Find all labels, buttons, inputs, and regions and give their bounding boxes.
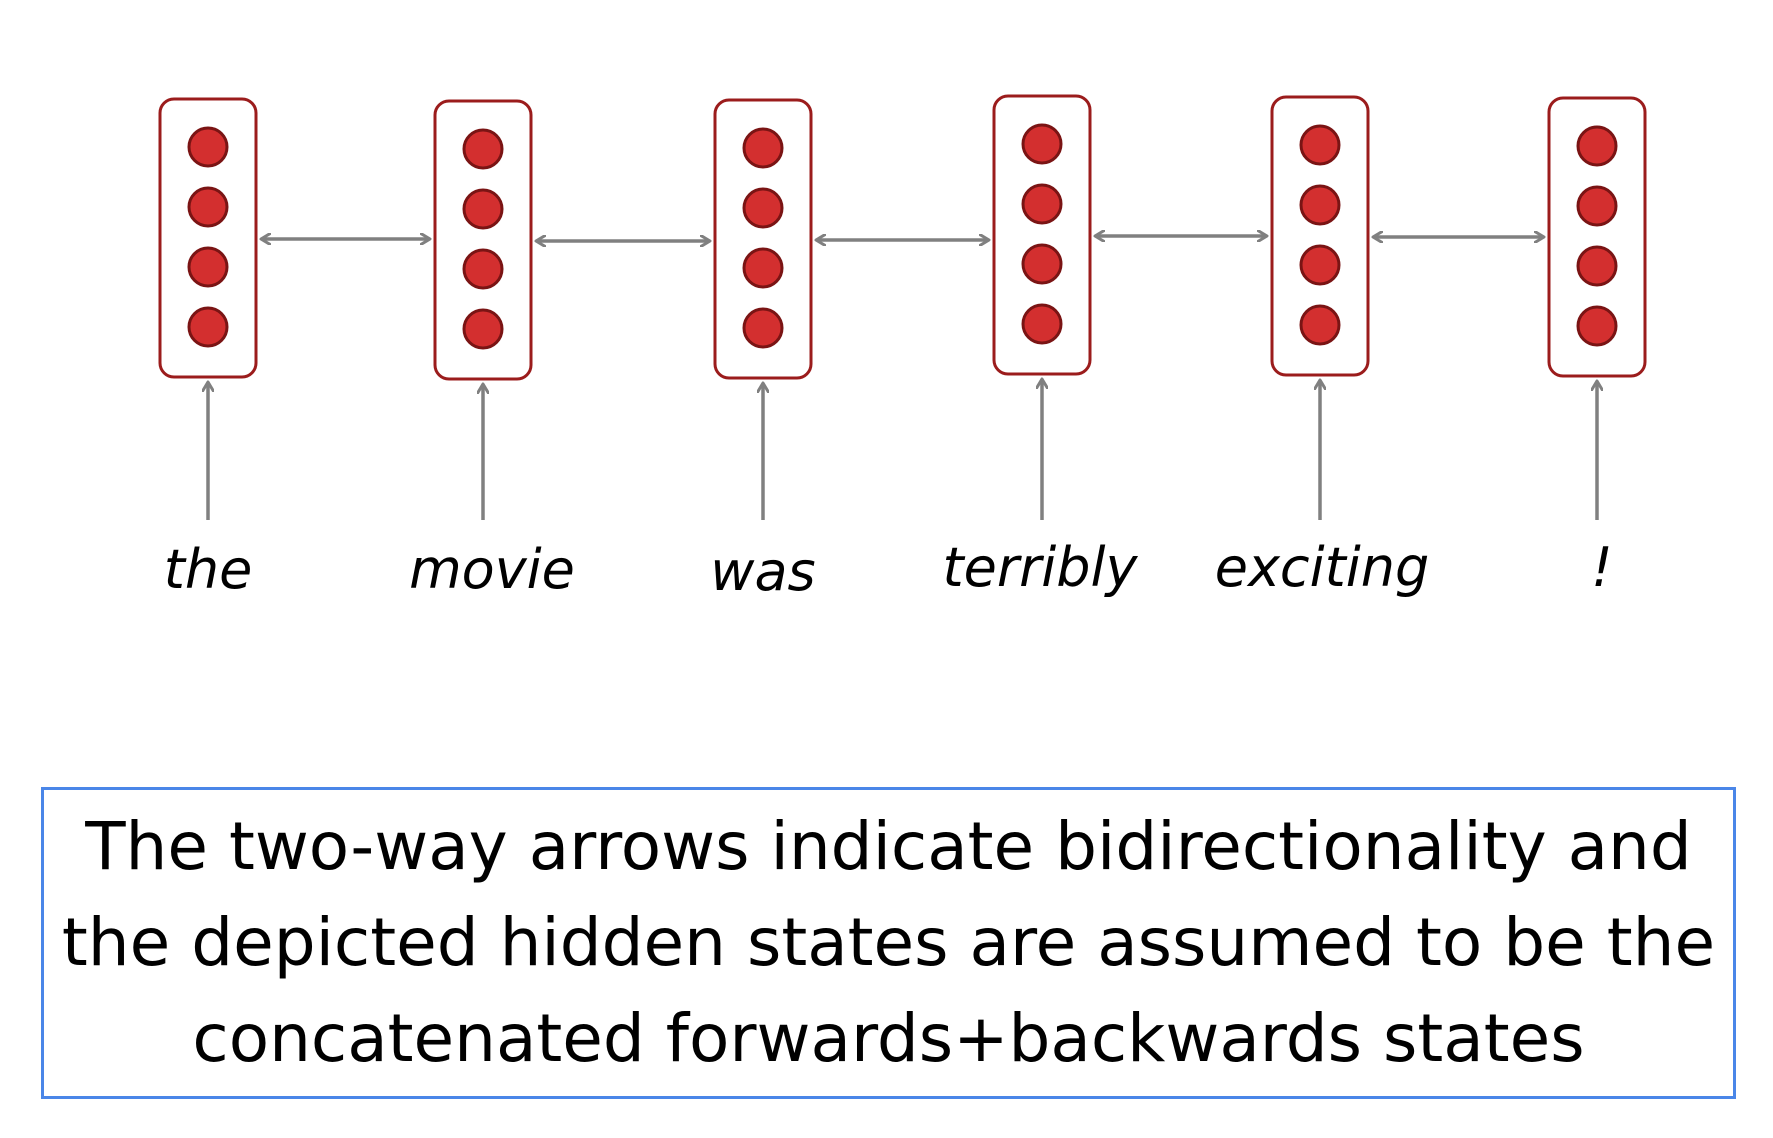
hidden-state-5 — [1270, 95, 1370, 377]
hidden-states-layer — [158, 94, 1647, 381]
caption-line-3: concatenated forwards+backwards states — [192, 1000, 1585, 1077]
caption-line-1: The two-way arrows indicate bidirectiona… — [85, 808, 1692, 885]
hidden-unit — [187, 186, 229, 228]
hidden-unit — [1021, 123, 1063, 165]
arrows-layer — [208, 236, 1597, 520]
hidden-state-4 — [992, 94, 1092, 376]
hidden-state-box — [433, 99, 533, 381]
hidden-unit — [462, 188, 504, 230]
hidden-unit — [1299, 184, 1341, 226]
hidden-state-6 — [1547, 96, 1647, 378]
hidden-unit — [187, 246, 229, 288]
hidden-unit — [1299, 304, 1341, 346]
hidden-unit — [1576, 125, 1618, 167]
word-label: movie — [409, 538, 575, 601]
word-label: ! — [1591, 536, 1613, 599]
hidden-unit — [1021, 243, 1063, 285]
word-label: the — [164, 538, 253, 601]
hidden-state-3 — [713, 98, 813, 380]
hidden-state-2 — [433, 99, 533, 381]
word-label: terribly — [942, 536, 1138, 599]
hidden-state-box — [1270, 95, 1370, 377]
hidden-unit — [1576, 185, 1618, 227]
hidden-unit — [742, 307, 784, 349]
word-label: was — [710, 540, 815, 603]
hidden-unit — [1299, 124, 1341, 166]
caption-box: The two-way arrows indicate bidirectiona… — [41, 787, 1736, 1099]
hidden-unit — [1021, 183, 1063, 225]
hidden-unit — [742, 127, 784, 169]
hidden-state-box — [1547, 96, 1647, 378]
hidden-unit — [462, 308, 504, 350]
hidden-unit — [742, 187, 784, 229]
hidden-state-box — [713, 98, 813, 380]
word-label: exciting — [1215, 536, 1430, 599]
words-layer: the movie was terribly exciting! — [164, 536, 1613, 603]
hidden-unit — [462, 248, 504, 290]
hidden-unit — [187, 306, 229, 348]
hidden-unit — [187, 126, 229, 168]
hidden-unit — [1021, 303, 1063, 345]
hidden-state-box — [992, 94, 1092, 376]
hidden-unit — [1576, 245, 1618, 287]
hidden-unit — [1299, 244, 1341, 286]
hidden-state-1 — [158, 97, 258, 379]
hidden-state-box — [158, 97, 258, 379]
hidden-unit — [462, 128, 504, 170]
caption-line-2: the depicted hidden states are assumed t… — [61, 904, 1716, 981]
hidden-unit — [1576, 305, 1618, 347]
hidden-unit — [742, 247, 784, 289]
